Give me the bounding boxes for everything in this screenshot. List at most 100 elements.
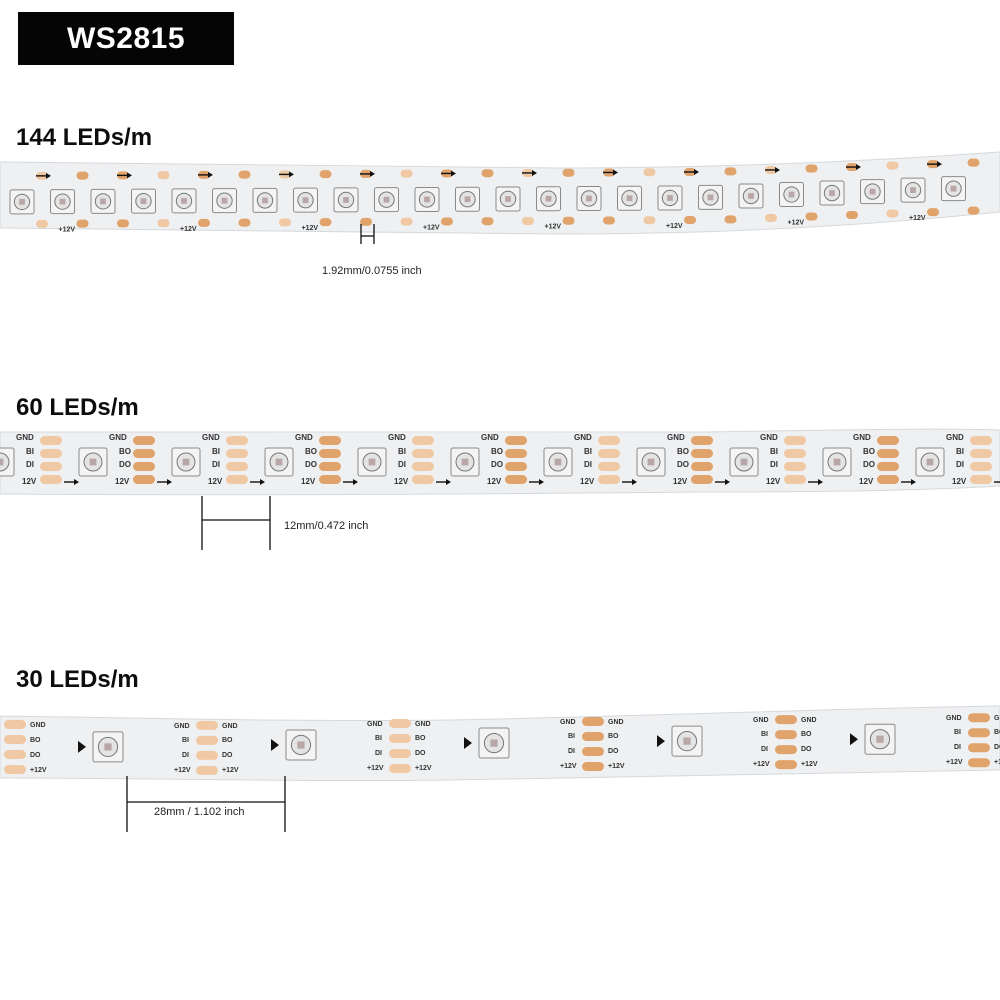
- solder-pad: [598, 462, 620, 471]
- solder-pad: [970, 449, 992, 458]
- arrow-right-icon: [441, 170, 456, 177]
- solder-pad: [691, 449, 713, 458]
- pad-label: GND: [801, 717, 817, 724]
- led-strip-60: GNDBIDI12VGNDBODO12VGNDBIDI12VGNDBODO12V…: [0, 428, 1000, 550]
- solder-pad: [505, 449, 527, 458]
- pad-label: DO: [30, 752, 41, 759]
- pad-label: GND: [946, 715, 962, 722]
- solder-pad: [319, 475, 341, 484]
- pad-label: GND: [388, 433, 406, 442]
- solder-pad: [775, 760, 797, 770]
- solder-pad: [598, 475, 620, 484]
- solder-pad: [40, 436, 62, 445]
- led-chip-icon: [941, 176, 966, 202]
- led-chip-icon: [450, 447, 480, 477]
- solder-pad: [877, 475, 899, 484]
- solder-pad: [389, 718, 411, 728]
- section-title-30: 30 LEDs/m: [16, 666, 139, 693]
- solder-pad: [970, 475, 992, 484]
- led-chip-icon: [212, 188, 237, 214]
- solder-pad: [724, 215, 737, 224]
- pad-label: BO: [994, 729, 1000, 736]
- pad-label: +12V: [666, 223, 683, 230]
- pad-label: GND: [415, 721, 431, 728]
- solder-pad: [226, 436, 248, 445]
- pad-label: GND: [222, 723, 238, 730]
- led-chip-icon: [171, 188, 197, 214]
- led-chip-icon: [131, 188, 156, 214]
- solder-pad: [196, 765, 218, 775]
- pad-label: GND: [760, 433, 778, 442]
- product-badge: WS2815: [18, 12, 234, 65]
- pad-label: DI: [26, 460, 34, 469]
- pad-label: BI: [761, 731, 768, 738]
- solder-pad: [582, 747, 604, 757]
- led-chip-icon: [293, 187, 318, 213]
- led-chip-icon: [92, 731, 124, 763]
- led-chip-icon: [0, 447, 15, 477]
- led-chip-icon: [536, 186, 561, 212]
- arrow-right-icon: [927, 161, 942, 168]
- led-chip-icon: [374, 187, 399, 213]
- led-chip-icon: [285, 729, 317, 761]
- dimension-marker-60: [201, 496, 271, 550]
- led-chip-icon: [779, 182, 804, 208]
- solder-pad: [643, 168, 656, 177]
- pad-label: BI: [26, 447, 34, 456]
- pad-label: 12V: [115, 477, 130, 486]
- led-chip-icon: [698, 184, 723, 210]
- solder-pad: [196, 750, 218, 760]
- solder-pad: [582, 732, 604, 742]
- arrow-right-icon: [436, 479, 451, 485]
- solder-pad: [40, 475, 62, 484]
- solder-pad: [691, 436, 713, 445]
- solder-pad: [582, 762, 604, 772]
- led-chip-icon: [78, 447, 108, 477]
- pad-label: BI: [375, 735, 382, 742]
- product-title: WS2815: [66, 21, 186, 55]
- pad-label: 12V: [673, 477, 688, 486]
- solder-pad: [877, 449, 899, 458]
- arrow-right-icon: [64, 479, 79, 485]
- pad-label: DI: [212, 460, 220, 469]
- pad-label: GND: [202, 433, 220, 442]
- pad-label: 12V: [208, 477, 223, 486]
- pad-label: GND: [667, 433, 685, 442]
- pad-label: BO: [491, 447, 503, 456]
- solder-pad: [724, 167, 737, 176]
- pad-label: +12V: [180, 226, 197, 233]
- led-chip-icon: [50, 189, 75, 215]
- arrow-right-icon: [846, 164, 861, 171]
- solder-pad: [412, 436, 434, 445]
- arrow-right-icon: [198, 171, 213, 178]
- led-chip-icon: [636, 447, 666, 477]
- pad-label: BO: [305, 447, 317, 456]
- pad-label: DO: [305, 460, 317, 469]
- pad-label: DI: [954, 744, 961, 751]
- arrow-right-icon: [850, 733, 858, 746]
- led-chip-icon: [478, 727, 510, 759]
- solder-pad: [691, 475, 713, 484]
- led-chip-icon: [357, 447, 387, 477]
- solder-pad: [412, 475, 434, 484]
- solder-pad: [505, 436, 527, 445]
- solder-pad: [784, 475, 806, 484]
- pad-label: +12V: [946, 759, 963, 766]
- solder-pad: [505, 462, 527, 471]
- solder-pad: [319, 436, 341, 445]
- pad-label: BI: [956, 447, 964, 456]
- arrow-right-icon: [279, 171, 294, 178]
- solder-pad: [238, 170, 251, 179]
- solder-pad: [196, 735, 218, 745]
- pad-label: DI: [770, 460, 778, 469]
- arrow-right-icon: [808, 479, 823, 485]
- pad-label: DO: [491, 460, 503, 469]
- solder-pad: [40, 462, 62, 471]
- led-chip-icon: [617, 185, 642, 211]
- pad-label: +12V: [302, 225, 319, 232]
- solder-pad: [319, 449, 341, 458]
- solder-pad: [927, 208, 939, 217]
- solder-pad: [40, 449, 62, 458]
- pad-label: +12V: [994, 759, 1000, 766]
- solder-pad: [765, 213, 777, 222]
